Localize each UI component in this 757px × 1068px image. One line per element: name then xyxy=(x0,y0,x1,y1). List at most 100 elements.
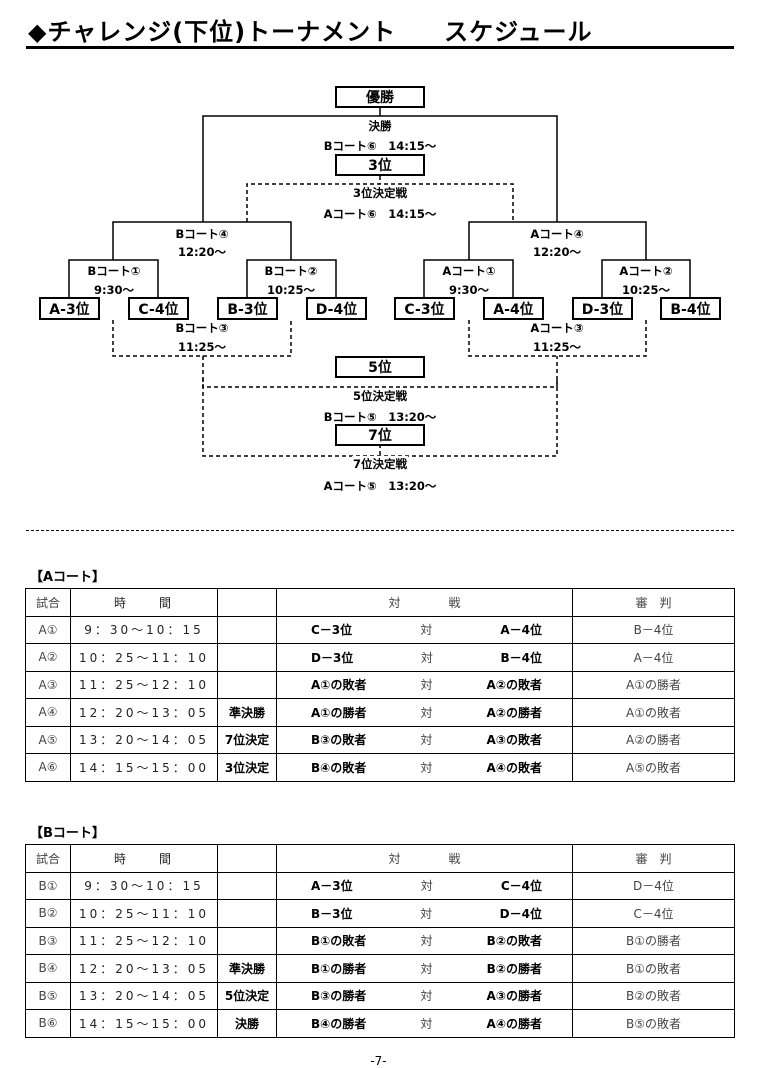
game-no: B⑤ xyxy=(25,981,71,1010)
semi-left-court: Bコート④ xyxy=(174,226,230,242)
referee: B②の敗者 xyxy=(572,981,735,1010)
vs-label: 対 xyxy=(420,623,433,638)
game-tag: 5位決定 xyxy=(217,981,277,1010)
team-2: A③の敗者 xyxy=(486,733,542,748)
game-time: 13：20～14：05 xyxy=(70,725,218,754)
game-time: 11：25～12：10 xyxy=(70,670,218,699)
referee: B⑤の敗者 xyxy=(572,1009,735,1038)
team-2: D－4位 xyxy=(499,906,542,921)
team-2: A②の敗者 xyxy=(486,678,542,693)
third-place-box: 3位 xyxy=(335,154,425,176)
referee: A①の敗者 xyxy=(572,698,735,727)
section-divider xyxy=(26,530,734,531)
seventh-match-label: 7位決定戦 xyxy=(351,456,409,472)
team-1: B③の敗者 xyxy=(311,733,367,748)
team-1: B③の勝者 xyxy=(311,989,367,1004)
header-game: 試合 xyxy=(25,844,71,873)
vs-label: 対 xyxy=(420,1016,433,1031)
matchup: C－3位 対 A－4位 xyxy=(276,615,573,644)
team-1: A①の敗者 xyxy=(311,678,367,693)
team-1: B①の敗者 xyxy=(311,934,367,949)
game-tag: 準決勝 xyxy=(217,954,277,983)
game-tag xyxy=(217,670,277,699)
semi-left-time: 12:20～ xyxy=(177,245,227,259)
team-box: A-4位 xyxy=(483,297,544,320)
round1-time-4: 10:25～ xyxy=(621,283,671,297)
team-2: A－4位 xyxy=(500,623,542,638)
header-match: 対 戦 xyxy=(276,844,573,873)
game-no: B④ xyxy=(25,954,71,983)
team-1: B①の勝者 xyxy=(311,961,367,976)
final-label: 決勝 xyxy=(368,119,392,133)
vs-label: 対 xyxy=(420,678,433,693)
losers-right-time: 11:25～ xyxy=(532,340,582,354)
team-2: A④の敗者 xyxy=(486,760,542,775)
header-time: 時 間 xyxy=(70,844,218,873)
seventh-court-label: Aコート⑤ 13:20～ xyxy=(323,479,437,493)
b-court-heading: 【Bコート】 xyxy=(30,826,105,841)
team-1: A①の勝者 xyxy=(311,705,367,720)
vs-label: 対 xyxy=(420,906,433,921)
vs-label: 対 xyxy=(420,934,433,949)
game-no: A③ xyxy=(25,670,71,699)
referee: C－4位 xyxy=(572,899,735,928)
game-time: 14：15～15：00 xyxy=(70,1009,218,1038)
matchup: B④の勝者 対 A④の勝者 xyxy=(276,1009,573,1038)
table-header-row: 試合 時 間 対 戦 審 判 xyxy=(25,844,735,873)
table-header-row: 試合 時 間 対 戦 審 判 xyxy=(25,588,735,617)
game-tag: 3位決定 xyxy=(217,753,277,782)
header-referee: 審 判 xyxy=(572,844,735,873)
team-box: D-3位 xyxy=(572,297,633,320)
referee: A⑤の敗者 xyxy=(572,753,735,782)
team-box: B-4位 xyxy=(660,297,721,320)
game-no: A⑥ xyxy=(25,753,71,782)
game-no: B③ xyxy=(25,926,71,955)
referee: D－4位 xyxy=(572,871,735,900)
team-2: B－4位 xyxy=(500,650,542,665)
final-court-label: Bコート⑥ 14:15～ xyxy=(323,139,437,153)
team-box: C-3位 xyxy=(394,297,455,320)
losers-right-court: Aコート③ xyxy=(529,320,585,336)
game-time: 12：20～13：05 xyxy=(70,698,218,727)
game-no: B① xyxy=(25,871,71,900)
team-2: A②の勝者 xyxy=(486,705,542,720)
matchup: A①の敗者 対 A②の敗者 xyxy=(276,670,573,699)
team-1: B④の勝者 xyxy=(311,1016,367,1031)
vs-label: 対 xyxy=(420,705,433,720)
page-number: -7- xyxy=(370,1054,387,1068)
header-referee: 審 判 xyxy=(572,588,735,617)
round1-time-1: 9:30～ xyxy=(93,283,135,297)
team-1: C－3位 xyxy=(311,623,353,638)
referee: A－4位 xyxy=(572,643,735,672)
vs-label: 対 xyxy=(420,733,433,748)
seventh-place-box: 7位 xyxy=(335,424,425,446)
game-time: 9：30～10：15 xyxy=(70,871,218,900)
game-tag xyxy=(217,871,277,900)
game-tag xyxy=(217,615,277,644)
game-no: B② xyxy=(25,899,71,928)
a-court-heading: 【Aコート】 xyxy=(30,570,106,585)
team-2: A④の勝者 xyxy=(486,1016,542,1031)
fifth-place-box: 5位 xyxy=(335,356,425,378)
team-box: C-4位 xyxy=(128,297,189,320)
vs-label: 対 xyxy=(420,989,433,1004)
losers-left-time: 11:25～ xyxy=(177,340,227,354)
team-box: A-3位 xyxy=(39,297,100,320)
header-time: 時 間 xyxy=(70,588,218,617)
third-court-label: Aコート⑥ 14:15～ xyxy=(323,207,437,221)
round1-time-3: 9:30～ xyxy=(448,283,490,297)
team-box: D-4位 xyxy=(306,297,367,320)
round1-court-2: Bコート② xyxy=(263,263,319,279)
game-no: B⑥ xyxy=(25,1009,71,1038)
